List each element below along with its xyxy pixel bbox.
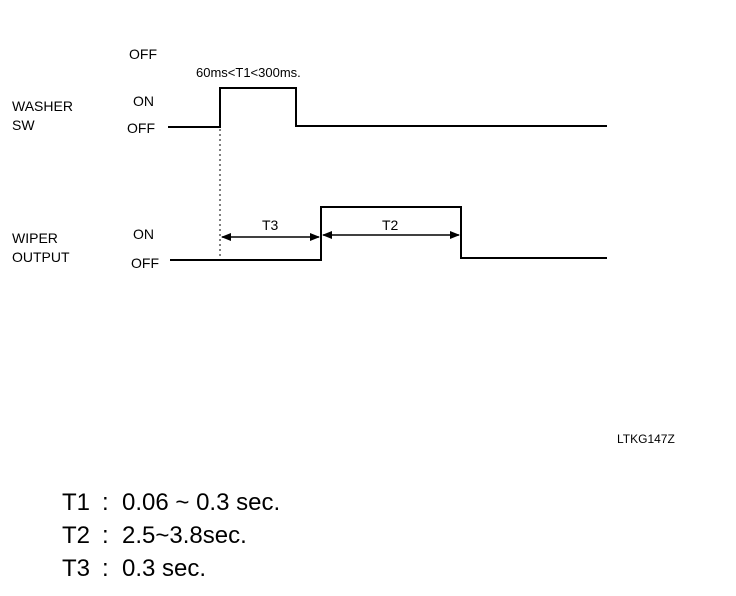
t1-range-note: 60ms<T1<300ms. — [196, 65, 301, 80]
legend-value: 2.5~3.8sec. — [122, 522, 247, 549]
wiper-off-label: OFF — [131, 255, 159, 271]
legend-separator: : — [102, 555, 109, 582]
legend-row-t1: T1:0.06 ~ 0.3 sec. — [62, 486, 280, 519]
wiper-output-waveform — [170, 206, 607, 261]
washer-on-label: ON — [133, 93, 154, 109]
legend-value: 0.06 ~ 0.3 sec. — [122, 489, 281, 516]
wiper-on-label: ON — [133, 226, 154, 242]
t2-label: T2 — [382, 217, 399, 233]
washer-switch-waveform — [168, 87, 607, 128]
legend-row-t3: T3:0.3 sec. — [62, 552, 280, 585]
legend-key: T3 — [62, 555, 91, 582]
legend-separator: : — [102, 522, 109, 549]
timing-legend: T1:0.06 ~ 0.3 sec. T2:2.5~3.8sec. T3:0.3… — [62, 486, 280, 585]
washer-switch-label-line1: WASHER — [12, 98, 73, 114]
legend-key: T2 — [62, 522, 91, 549]
legend-separator: : — [102, 489, 109, 516]
washer-switch-label-line2: SW — [12, 117, 35, 133]
washer-off-top-label: OFF — [129, 46, 157, 62]
wiper-output-label-line1: WIPER — [12, 230, 58, 246]
legend-value: 0.3 sec. — [122, 555, 207, 582]
legend-row-t2: T2:2.5~3.8sec. — [62, 519, 280, 552]
washer-off-label: OFF — [127, 120, 155, 136]
wiper-output-label-line2: OUTPUT — [12, 249, 70, 265]
legend-key: T1 — [62, 489, 91, 516]
t3-label: T3 — [262, 217, 279, 233]
figure-code: LTKG147Z — [617, 432, 675, 446]
